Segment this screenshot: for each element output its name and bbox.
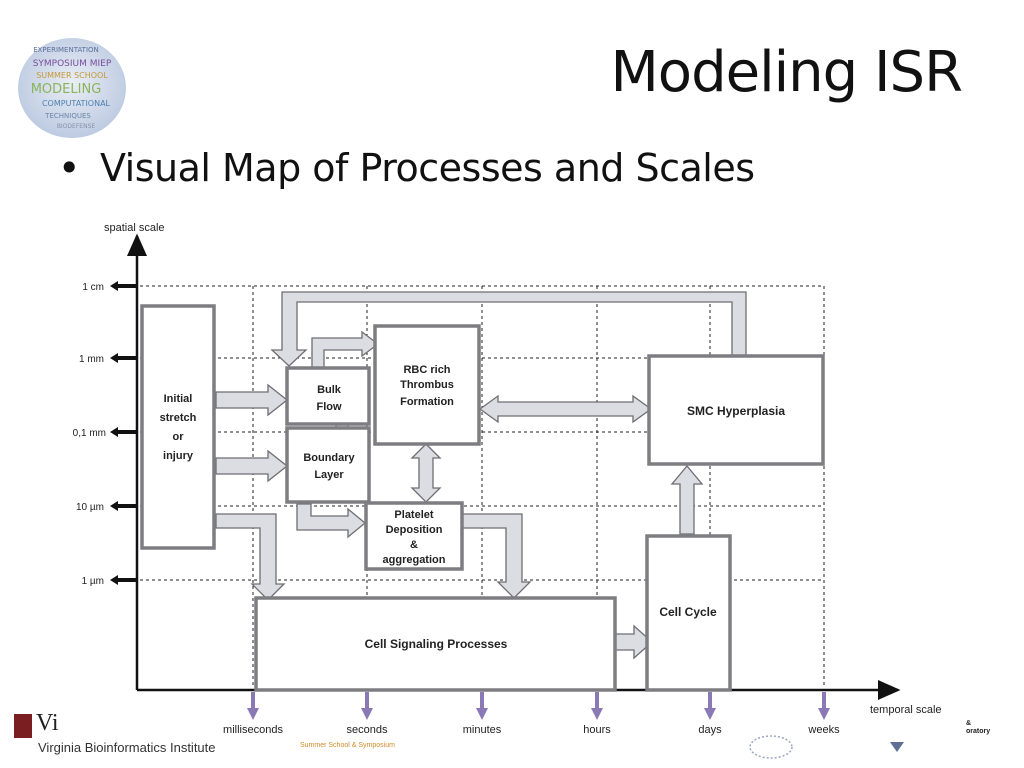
platelet-line: Deposition	[386, 524, 443, 536]
bullet-item: • Visual Map of Processes and Scales	[58, 146, 755, 190]
initial-to-bulk-arrow	[215, 383, 289, 417]
bulk-to-rbc-arrow	[311, 330, 380, 369]
bullet-dot: •	[58, 146, 80, 190]
lab-footer-text: & oratory	[966, 720, 991, 735]
spatial-tick-label: 10 µm	[76, 502, 104, 513]
initial-to-boundary-arrow	[215, 449, 289, 483]
logo-word: COMPUTATIONAL	[42, 99, 111, 108]
box-boundary-layer	[285, 426, 371, 504]
box-initial-injury	[140, 304, 216, 550]
logo-word: BIODEFENSE	[57, 123, 96, 130]
spatial-tick-arrows	[110, 281, 136, 585]
box-rbc-thrombus	[373, 324, 481, 446]
initial-line: Initial	[164, 393, 193, 405]
logo-word: MODELING	[31, 82, 102, 97]
initial-line: injury	[163, 450, 194, 462]
rbc-platelet-arrow	[410, 443, 442, 503]
platelet-to-signaling-arrow	[461, 513, 532, 599]
temporal-tick-label: weeks	[807, 724, 840, 736]
institute-name: Virginia Bioinformatics Institute	[38, 740, 216, 755]
platelet-line: Platelet	[394, 509, 433, 521]
cycle-to-smc-arrow	[670, 464, 704, 535]
cell-signaling-label: Cell Signaling Processes	[365, 637, 508, 651]
initial-line: or	[173, 431, 185, 443]
spatial-tick-label: 0,1 mm	[73, 428, 106, 439]
box-cell-signaling	[254, 596, 617, 692]
seal-icon	[749, 735, 793, 759]
symposium-logo: EXPERIMENTATION SYMPOSIUM MIEP SUMMER SC…	[18, 38, 126, 138]
feedback-loop-arrow	[270, 291, 747, 367]
cell-cycle-label: Cell Cycle	[659, 605, 717, 619]
process-arrows	[215, 291, 747, 660]
process-scale-map: spatial scale temporal scale 1 cm 1 mm 0…	[73, 222, 942, 736]
rbc-line: RBC rich	[403, 364, 450, 376]
rbc-line: Formation	[400, 396, 454, 408]
bullet-text: Visual Map of Processes and Scales	[100, 146, 755, 190]
rbc-smc-arrow	[478, 394, 653, 424]
box-bulk-flow	[285, 366, 371, 426]
bulk-line: Bulk	[317, 384, 342, 396]
spatial-tick-label: 1 mm	[79, 354, 104, 365]
temporal-tick-label: seconds	[347, 724, 388, 736]
platelet-line: &	[410, 539, 418, 551]
institute-mark: Vi	[36, 710, 59, 736]
boundary-line: Layer	[314, 469, 344, 481]
initial-to-signaling-arrow	[215, 513, 286, 601]
temporal-tick-label: hours	[583, 724, 611, 736]
y-axis-label: spatial scale	[104, 222, 165, 234]
school-footer-text: Summer School & Symposium	[300, 742, 395, 749]
vt-logo-icon	[14, 714, 32, 738]
logo-word: EXPERIMENTATION	[33, 46, 99, 54]
boundary-line: Boundary	[303, 452, 355, 464]
smc-label: SMC Hyperplasia	[687, 404, 785, 418]
logo-word: SUMMER SCHOOL	[36, 71, 108, 80]
spatial-tick-label: 1 µm	[82, 576, 104, 587]
temporal-tick-label: minutes	[463, 724, 502, 736]
temporal-tick-arrows	[247, 692, 830, 720]
initial-line: stretch	[160, 412, 197, 424]
temporal-tick-label: milliseconds	[223, 724, 283, 736]
slide-title: Modeling ISR	[610, 40, 963, 105]
logo-word: SYMPOSIUM MIEP	[33, 59, 112, 69]
box-cell-cycle	[645, 534, 732, 692]
bulk-line: Flow	[316, 401, 341, 413]
institute-branding: Vi Virginia Bioinformatics Institute	[14, 710, 234, 768]
shield-icon	[890, 742, 904, 752]
platelet-line: aggregation	[383, 554, 446, 566]
spatial-tick-label: 1 cm	[82, 282, 104, 293]
signaling-to-cycle-arrow	[613, 624, 653, 660]
boundary-to-platelet-arrow	[296, 503, 367, 539]
rbc-line: Thrombus	[400, 379, 454, 391]
x-axis-label: temporal scale	[870, 704, 942, 716]
box-smc-hyperplasia	[647, 354, 825, 466]
box-platelet	[364, 501, 464, 571]
logo-word: TECHNIQUES	[44, 112, 91, 120]
temporal-tick-label: days	[698, 724, 722, 736]
